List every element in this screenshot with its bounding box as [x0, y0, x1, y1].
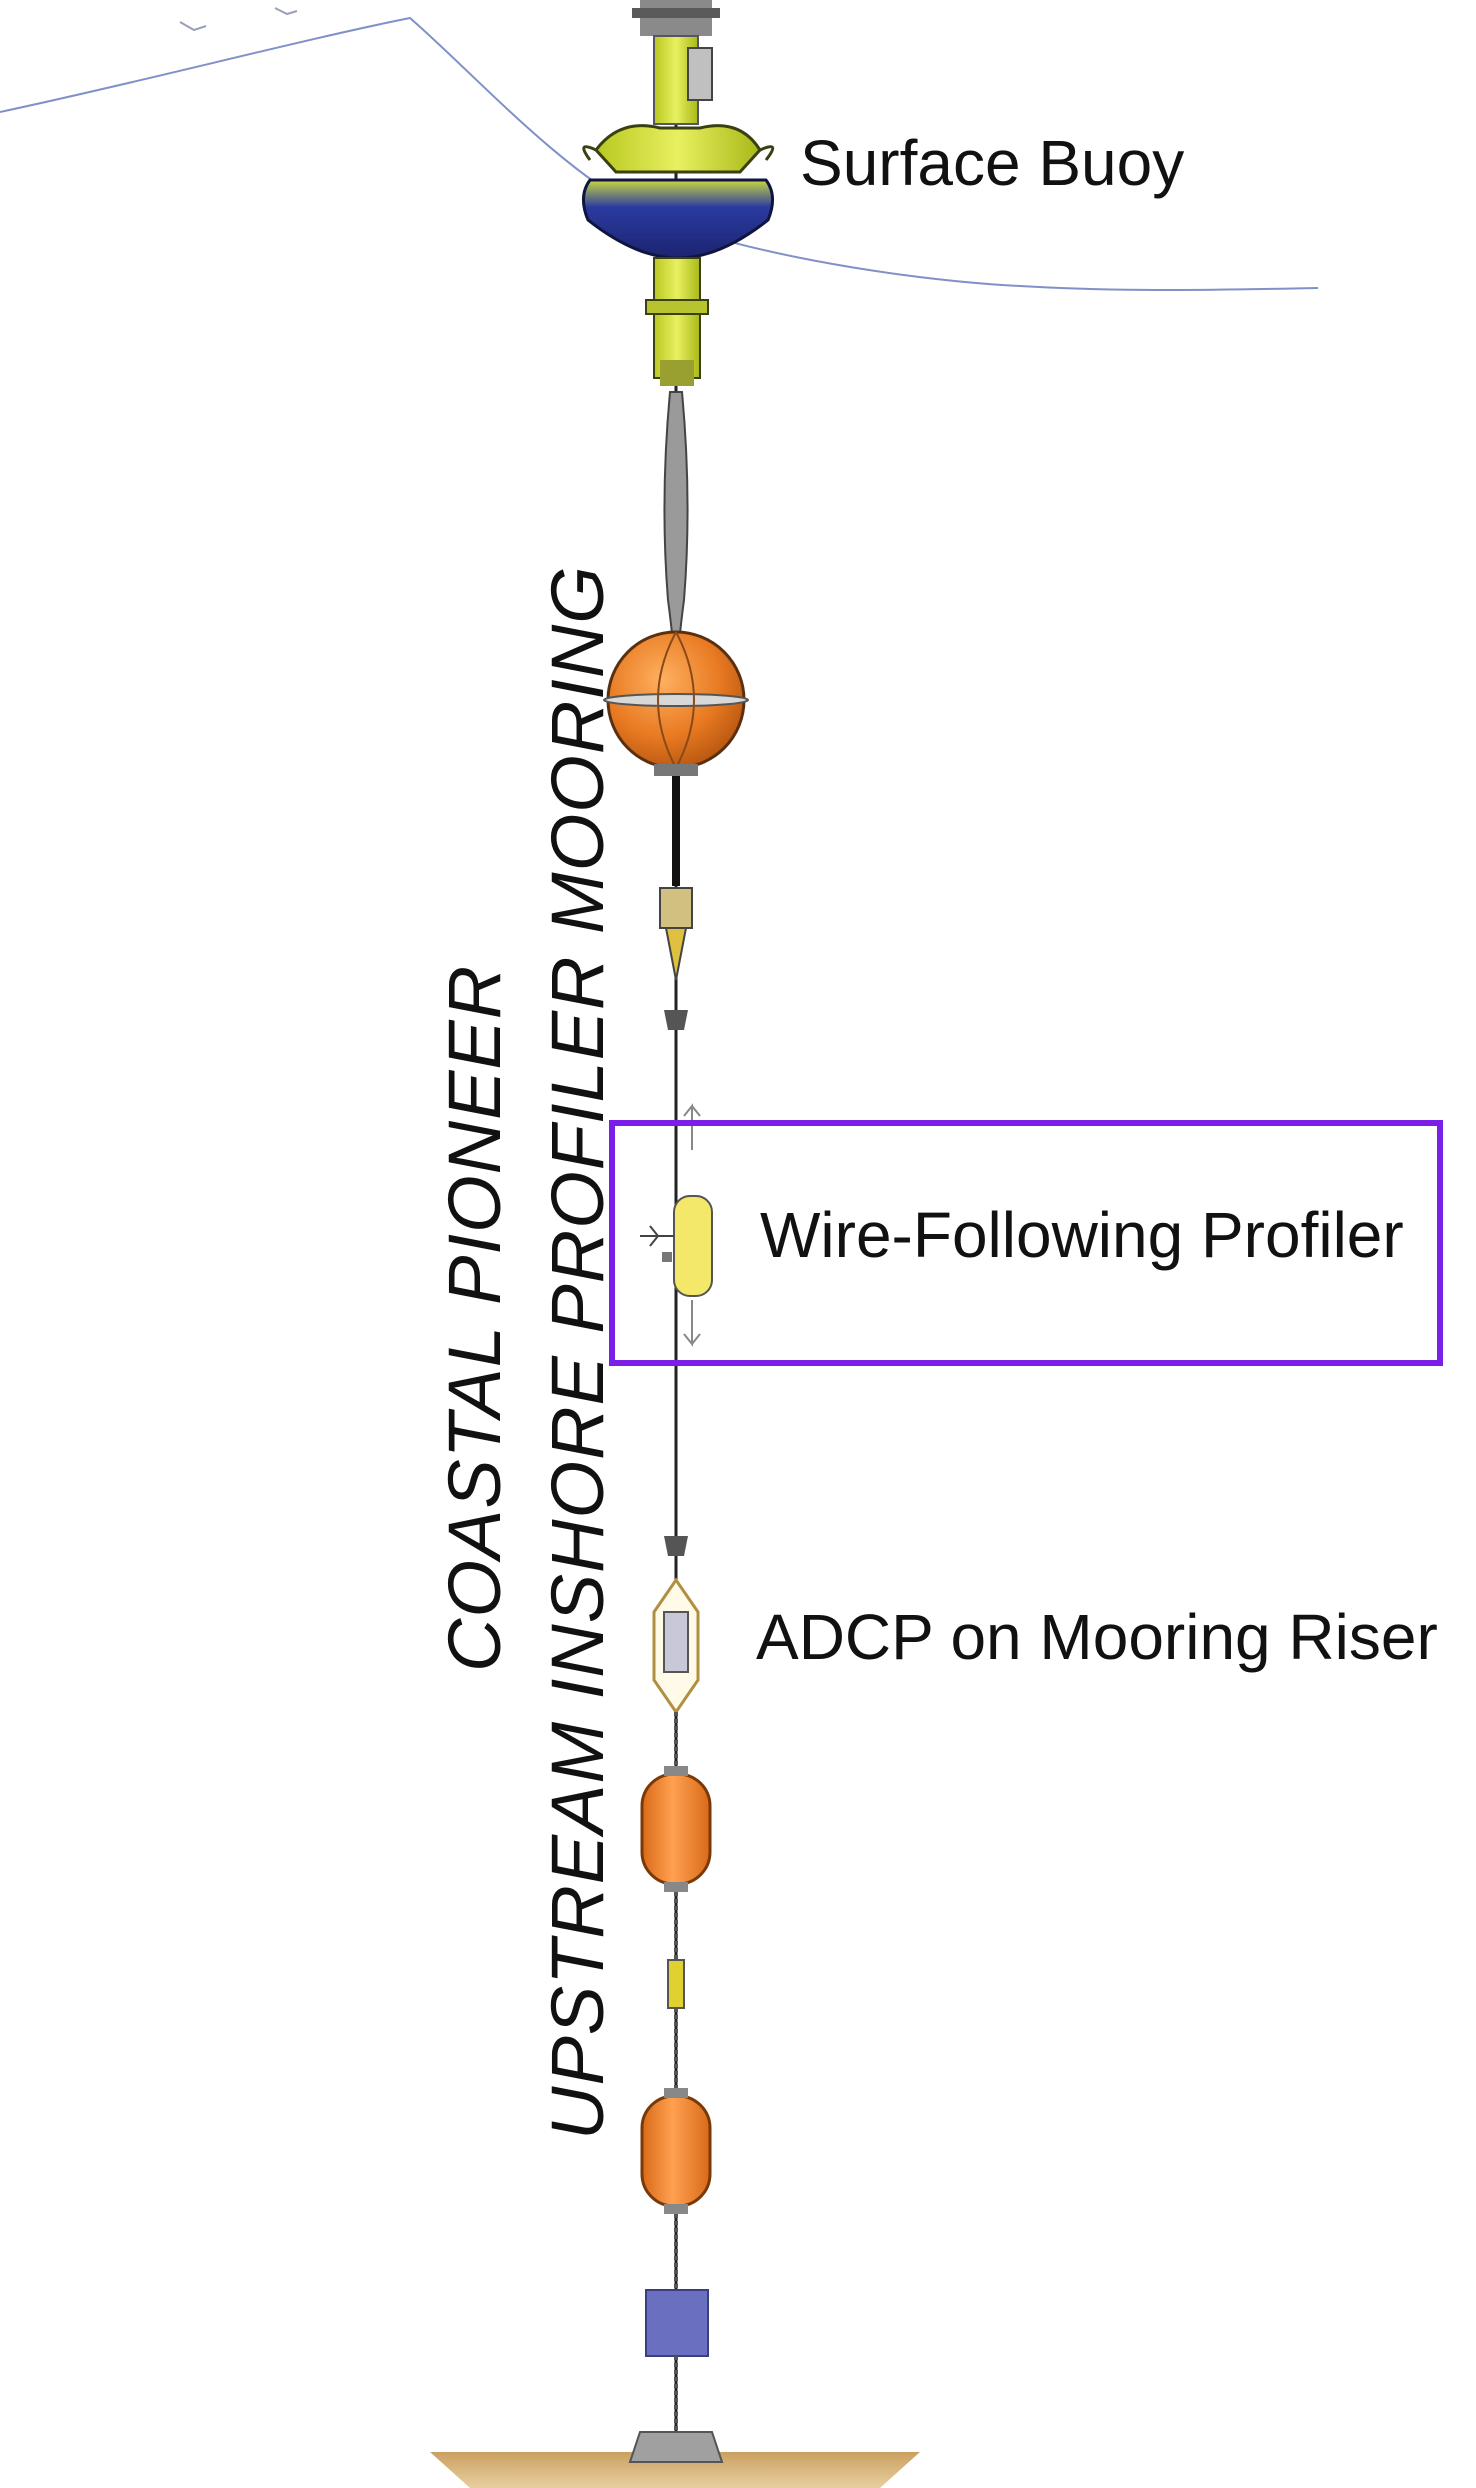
release-instrument	[667, 1959, 685, 2009]
adcp-frame	[652, 1577, 700, 1715]
surface-buoy-label: Surface Buoy	[800, 127, 1185, 199]
diagram-title-line-2: UPSTREAM INSHORE PROFILER MOORING	[536, 565, 619, 2140]
wire-termination-upper	[664, 1010, 688, 1030]
spray-mark	[179, 21, 207, 32]
anchor-block	[645, 2289, 709, 2357]
adcp-label: ADCP on Mooring Riser	[756, 1601, 1438, 1673]
anchor	[628, 2431, 724, 2463]
buoyancy-float-2	[640, 2088, 712, 2214]
diagram-title-line-1: COASTAL PIONEER	[433, 964, 516, 1672]
surface-buoy	[582, 0, 775, 386]
buoyancy-float-1	[640, 1766, 712, 1892]
profiler-highlight-box	[609, 1120, 1443, 1366]
wire-following-profiler	[640, 1103, 713, 1347]
spray-mark	[274, 7, 298, 16]
instrument-frame	[659, 887, 693, 981]
seafloor	[430, 2452, 920, 2488]
subsurface-float-sphere	[603, 630, 749, 776]
wire-termination-lower	[664, 1536, 688, 1556]
chain-section	[672, 776, 680, 886]
profiler-label: Wire-Following Profiler	[760, 1199, 1404, 1271]
